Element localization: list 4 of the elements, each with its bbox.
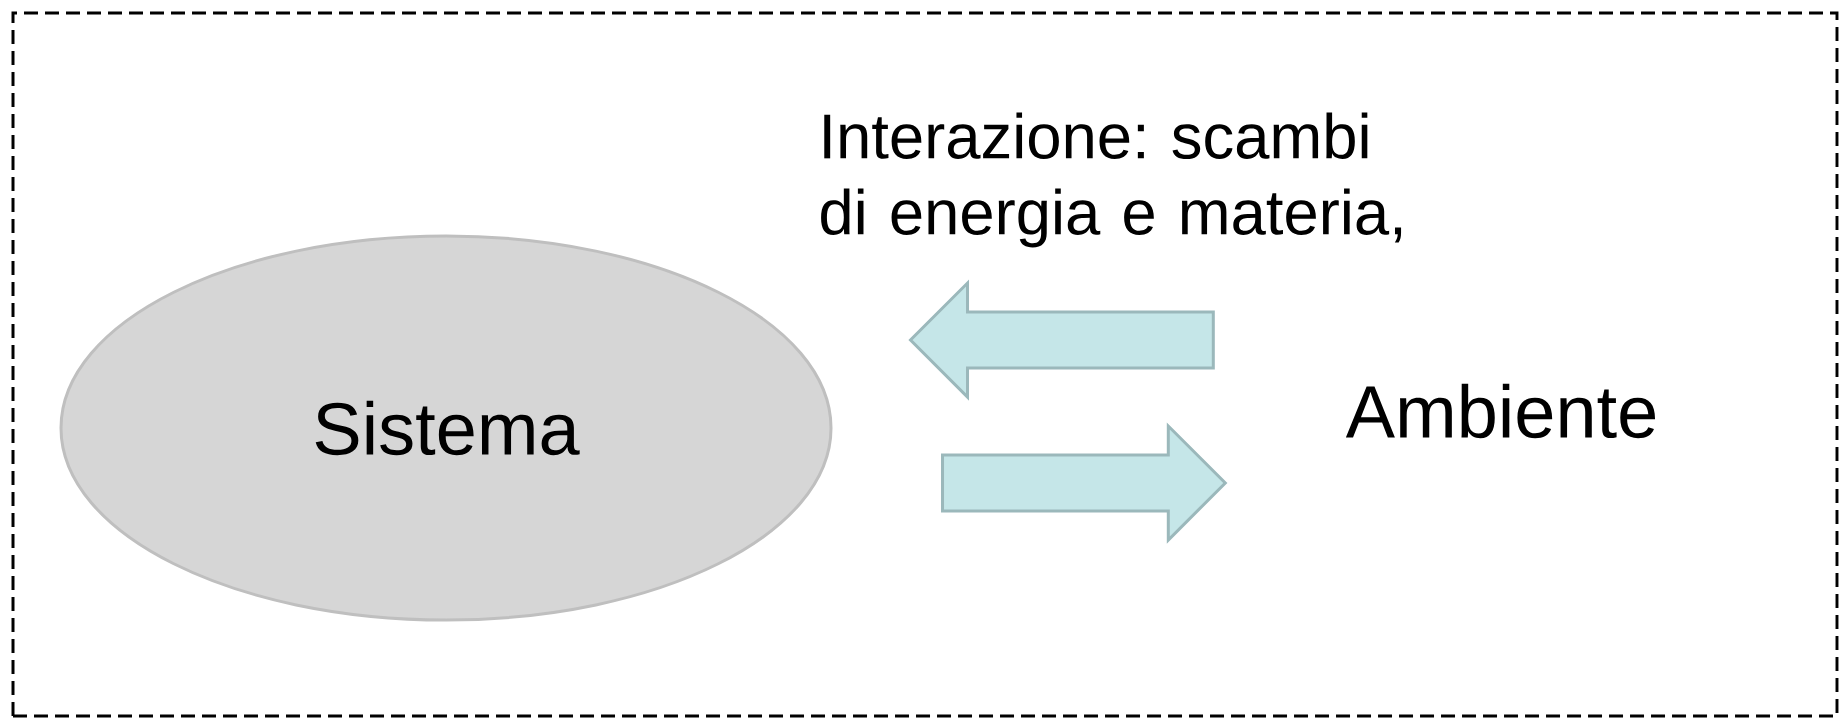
block-arrow [941,422,1228,544]
environment-label: Ambiente [1345,383,1655,439]
block-arrow [908,279,1215,401]
dashed-frame [11,11,1839,718]
